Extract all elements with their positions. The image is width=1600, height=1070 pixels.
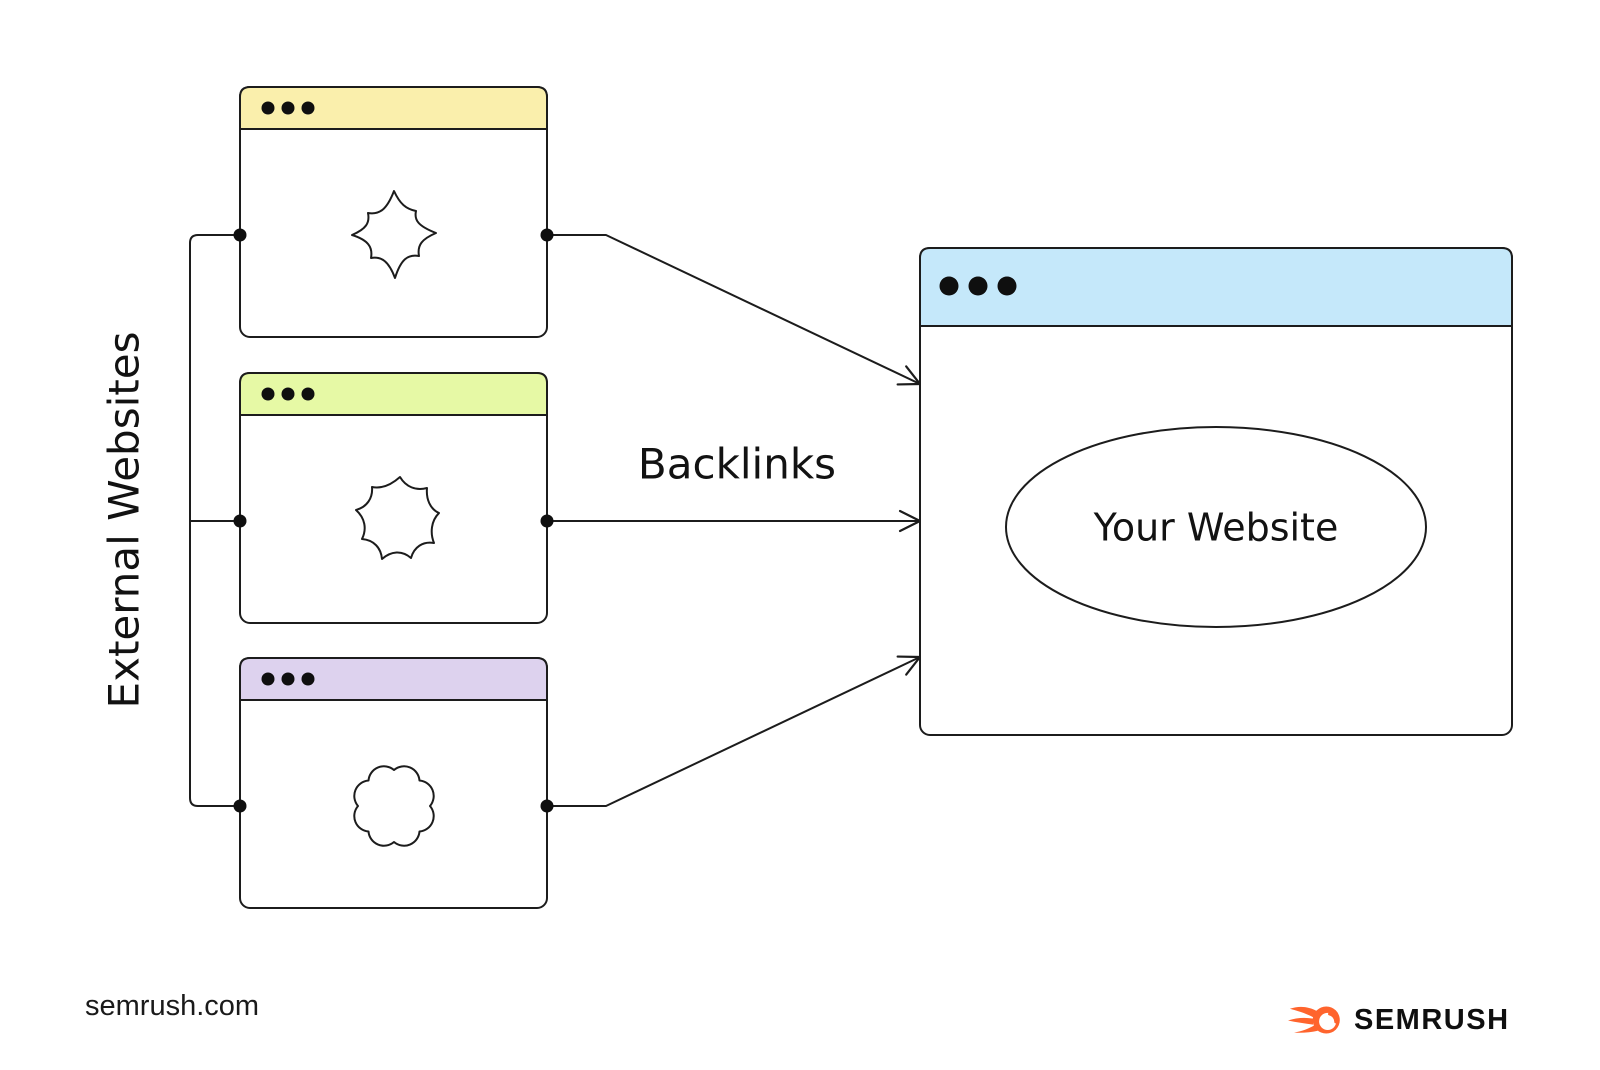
external-websites-label: External Websites xyxy=(100,332,149,709)
connector-dot-right xyxy=(540,514,554,528)
connector-dot-left xyxy=(233,514,247,528)
backlink-arrow-1 xyxy=(547,234,922,386)
backlinks-label: Backlinks xyxy=(638,440,836,489)
diamond-blob-icon xyxy=(351,190,437,279)
footer-site-url: semrush.com xyxy=(85,990,260,1022)
semrush-logo-icon xyxy=(1288,1006,1340,1034)
semrush-logo: SEMRUSH xyxy=(1288,1001,1510,1039)
window-header xyxy=(239,372,548,416)
splat-blob-icon xyxy=(355,476,440,560)
connector-dot-right xyxy=(540,228,554,242)
connector-dot-left xyxy=(233,799,247,813)
external-window-3 xyxy=(233,657,554,909)
connector-dot-left xyxy=(233,228,247,242)
backlink-arrow-3 xyxy=(547,655,922,807)
traffic-dots-icon xyxy=(261,387,315,401)
window-header xyxy=(919,247,1513,327)
external-window-2 xyxy=(233,372,554,624)
window-header xyxy=(239,657,548,701)
external-websites-bracket xyxy=(189,234,240,807)
traffic-dots-icon xyxy=(939,276,1017,296)
your-website-window: Your Website xyxy=(919,247,1513,736)
window-header xyxy=(239,86,548,130)
traffic-dots-icon xyxy=(261,101,315,115)
semrush-brand-name: SEMRUSH xyxy=(1354,1003,1510,1036)
your-website-label: Your Website xyxy=(1093,505,1339,549)
flower-blob-icon xyxy=(353,765,435,847)
your-website-ellipse xyxy=(1005,426,1427,628)
traffic-dots-icon xyxy=(261,672,315,686)
connector-dot-right xyxy=(540,799,554,813)
external-window-1 xyxy=(233,86,554,338)
